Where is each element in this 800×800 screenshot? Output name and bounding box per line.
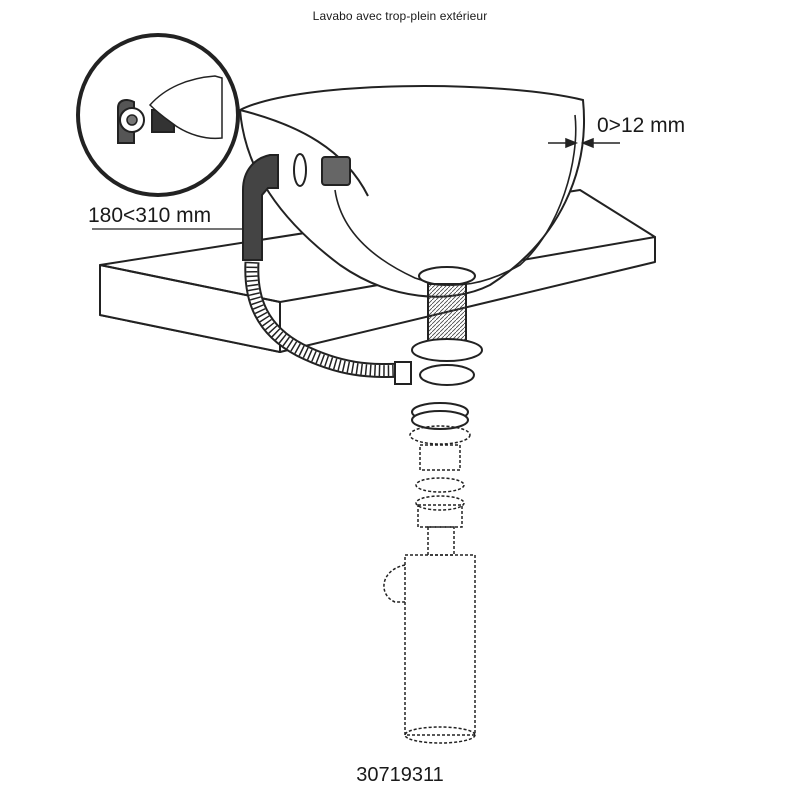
nut-and-washers (411, 402, 469, 430)
diagram-title: Lavabo avec trop-plein extérieur (312, 9, 488, 23)
overflow-hose (244, 261, 406, 379)
detail-inset (76, 33, 240, 197)
hose-length-label: 180<310 mm (88, 204, 212, 227)
hand-icon (148, 75, 223, 140)
drain-valve (394, 266, 483, 386)
thickness-dimension (548, 137, 620, 149)
wash-basin (238, 85, 585, 298)
reference-number: 30719311 (356, 764, 444, 786)
bottle-trap (383, 425, 476, 744)
overflow-fittings (242, 153, 351, 261)
counter-thickness-label: 0>12 mm (597, 114, 686, 137)
